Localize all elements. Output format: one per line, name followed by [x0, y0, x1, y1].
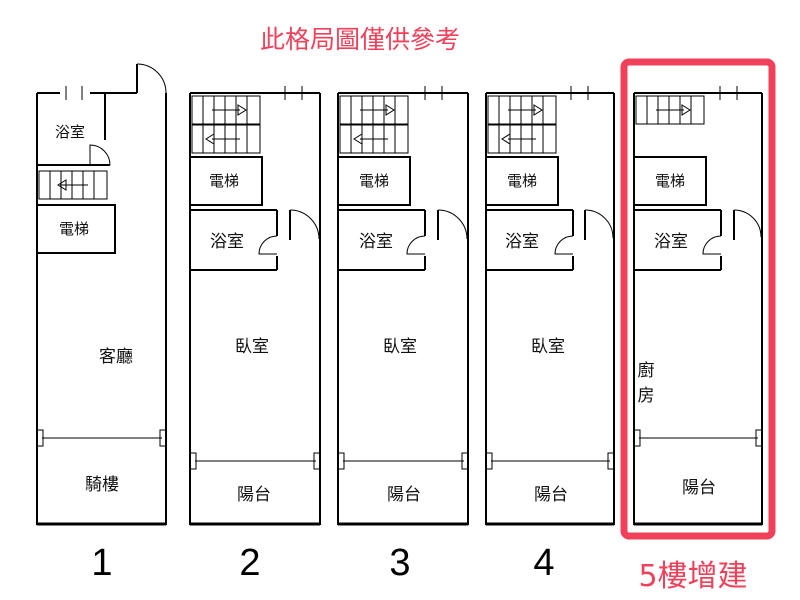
floor-4-elevator-label: 電梯: [507, 172, 537, 190]
floor-5-kitchen-label-1: 廚: [638, 360, 655, 381]
floor-1-arcade-label: 騎樓: [85, 475, 119, 495]
floor-2-bedroom-label: 臥室: [235, 337, 269, 357]
floor-5-elevator-label: 電梯: [655, 172, 685, 190]
floor-1-plan: 浴室 電梯 客廳 騎樓 1: [36, 63, 167, 584]
floor-2-bath-label: 浴室: [210, 232, 244, 252]
floor-4-bedroom-label: 臥室: [531, 337, 565, 357]
floor-1-number: 1: [91, 542, 112, 584]
floor-5-kitchen-label-2: 房: [638, 386, 655, 406]
floor-2-elevator-label: 電梯: [209, 172, 239, 190]
floor-5-plan: 電梯 浴室 廚 房 陽台 5樓增建: [620, 58, 776, 594]
floor-5-balcony-label: 陽台: [682, 478, 716, 498]
floor-1-living-label: 客廳: [99, 347, 133, 367]
floor-5-number: 5樓增建: [638, 559, 747, 594]
floor-3-balcony-label: 陽台: [387, 485, 421, 505]
floor-4-number: 4: [533, 542, 554, 584]
floor-4-bath-label: 浴室: [505, 232, 539, 252]
floor-3-number: 3: [389, 542, 410, 584]
floor-4-plan: 電梯 浴室 臥室 陽台 4: [485, 86, 615, 584]
floor-4-balcony-label: 陽台: [534, 485, 568, 505]
floor-3-plan: 電梯 浴室 臥室 陽台 3: [337, 86, 469, 584]
floor-1-elevator-label: 電梯: [59, 220, 89, 238]
floor-2-plan: 電梯 浴室 臥室 陽台 2: [189, 86, 321, 584]
floor-2-balcony-label: 陽台: [237, 485, 271, 505]
floor-3-elevator-label: 電梯: [359, 172, 389, 190]
floor-5-highlight-frame: [620, 58, 776, 540]
floor-1-bath-label: 浴室: [55, 123, 85, 141]
floor-3-bath-label: 浴室: [359, 232, 393, 252]
banner-title: 此格局圖僅供參考: [260, 25, 460, 54]
floor-3-bedroom-label: 臥室: [383, 337, 417, 357]
floor-5-bath-label: 浴室: [654, 232, 688, 252]
floor-2-number: 2: [239, 542, 260, 584]
